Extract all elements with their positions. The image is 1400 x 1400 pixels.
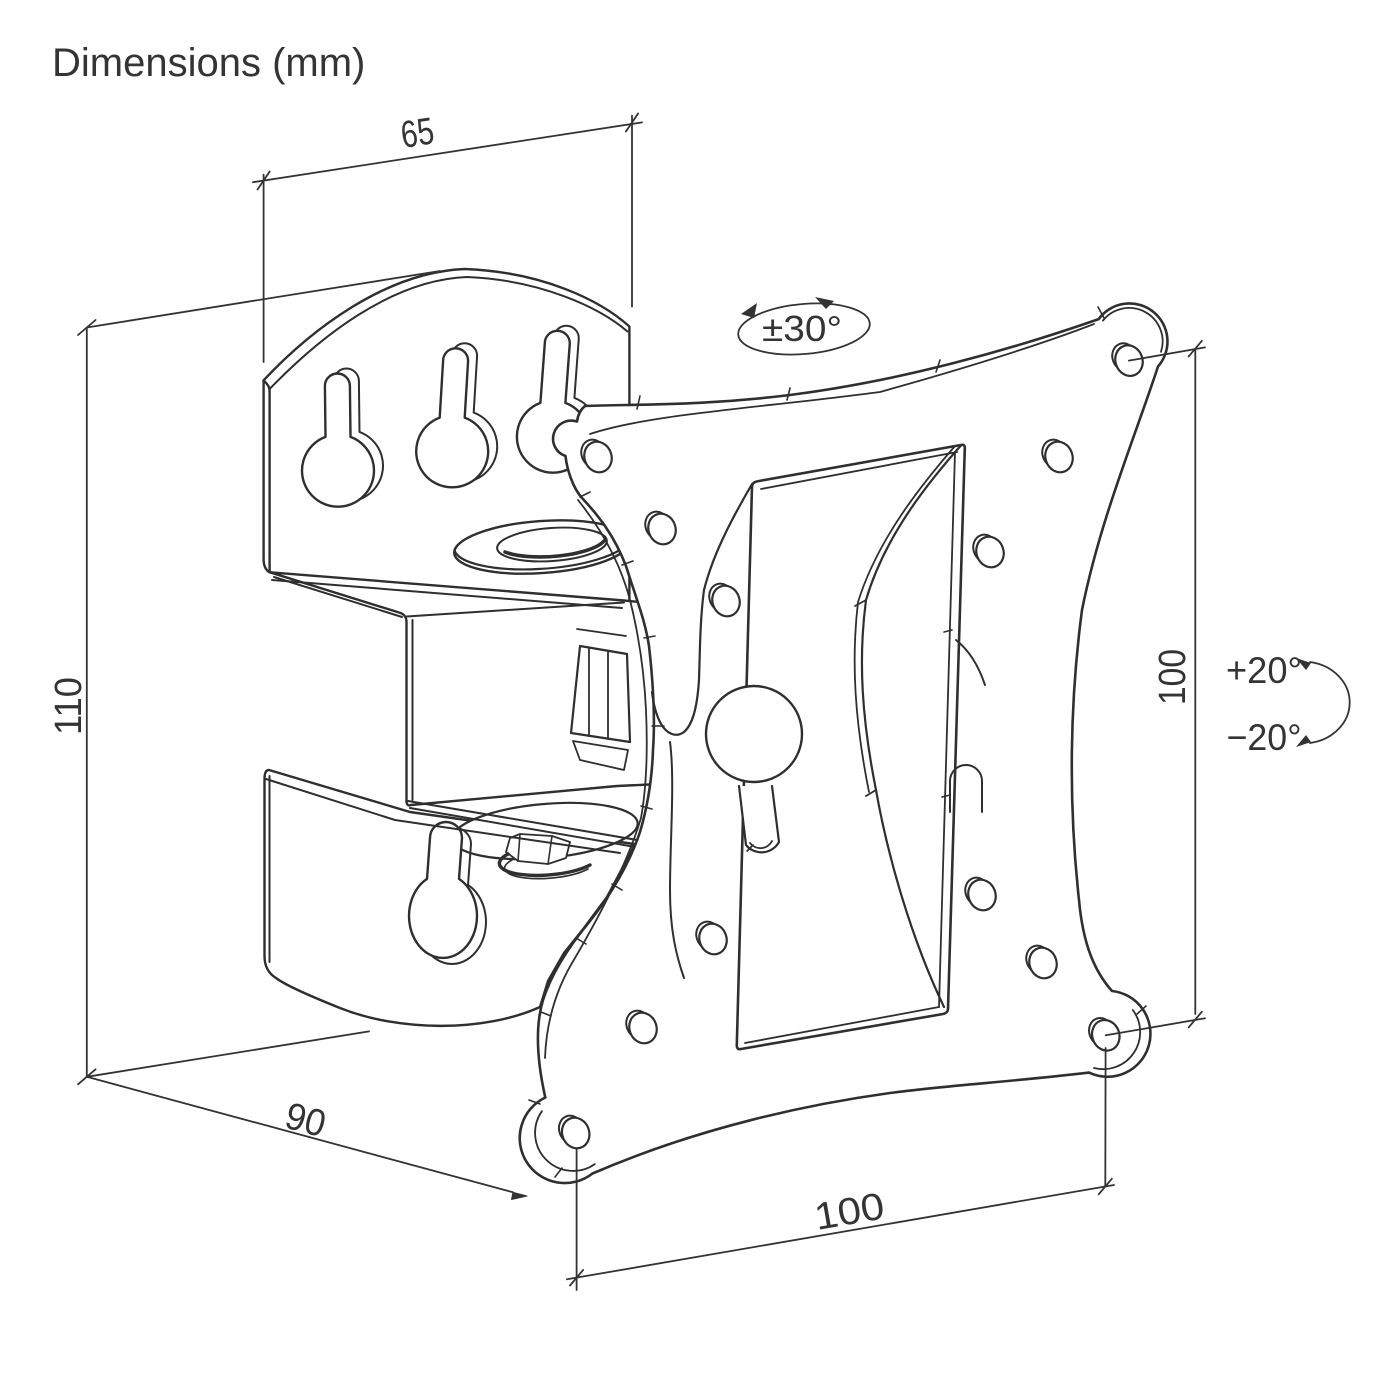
svg-text:±30°: ±30° — [762, 308, 842, 349]
svg-text:+20°: +20° — [1226, 650, 1302, 691]
svg-text:65: 65 — [398, 110, 437, 156]
svg-text:Dimensions (mm): Dimensions (mm) — [52, 41, 365, 85]
svg-text:90: 90 — [281, 1095, 331, 1146]
svg-text:−20°: −20° — [1227, 717, 1302, 758]
svg-text:110: 110 — [48, 677, 90, 735]
svg-text:100: 100 — [811, 1186, 887, 1239]
svg-text:100: 100 — [1152, 649, 1194, 705]
